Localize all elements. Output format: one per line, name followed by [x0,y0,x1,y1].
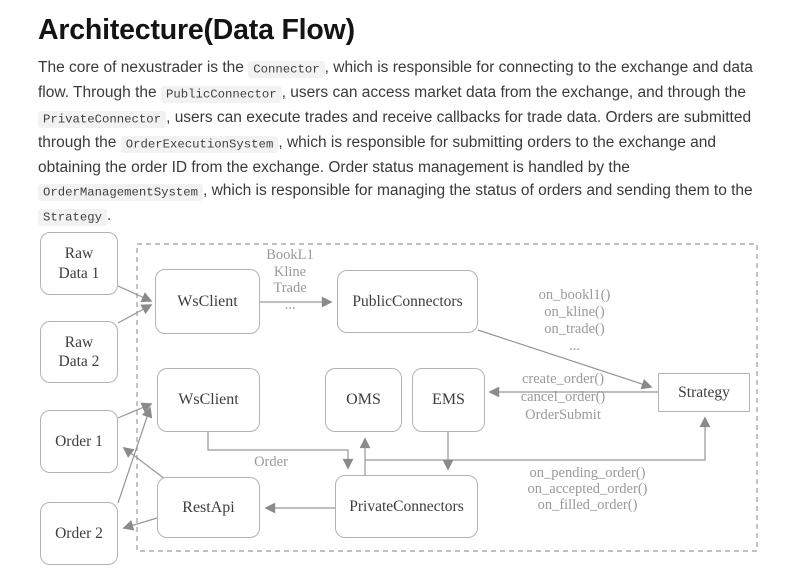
inline-code: OrderManagementSystem [38,183,203,201]
arrow-oms-to-strategy [365,416,711,461]
inline-code: Connector [248,60,325,78]
dashed-boundary [136,243,758,552]
node-private-connectors: PrivateConnectors [335,475,478,538]
arrow-order2-to-wsclient2 [117,406,153,504]
inline-code: Strategy [38,208,108,226]
arrow-restapi-to-order1 [122,447,166,480]
edge-label-order: Order [254,454,288,470]
page-title: Architecture(Data Flow) [38,14,355,46]
inline-code: OrderExecutionSystem [120,135,279,153]
node-strategy: Strategy [658,373,750,412]
edge-label-public-callbacks: on_bookl1() on_kline() on_trade() ... [538,287,611,354]
inline-code: PrivateConnector [38,110,167,128]
node-public-connectors: PublicConnectors [337,270,478,333]
edge-label-order-commands: create_order() cancel_order() OrderSubmi… [520,371,606,423]
arrow-restapi-to-order2 [122,517,158,531]
arrow-wsclient2-to-privateconnectors [207,432,354,470]
intro-paragraph: The core of nexustrader is the Connector… [38,59,753,226]
node-order-1: Order 1 [40,410,118,473]
arrow-rawdata2-to-wsclient1 [117,304,153,324]
node-ems: EMS [412,368,485,432]
node-wsclient-1: WsClient [155,269,260,334]
arrow-rawdata1-to-wsclient1 [117,285,153,303]
node-order-2: Order 2 [40,502,118,565]
node-oms: OMS [325,368,402,432]
inline-code: PublicConnector [160,85,282,103]
node-wsclient-2: WsClient [157,368,260,432]
node-raw-data-2: Raw Data 2 [40,321,118,383]
edge-label-feed-types: BookL1 Kline Trade ... [266,247,314,313]
arrow-order1-to-wsclient2 [117,402,153,419]
edge-label-private-callbacks: on_pending_order() on_accepted_order() o… [527,465,648,513]
node-restapi: RestApi [157,477,260,538]
node-raw-data-1: Raw Data 1 [40,232,118,295]
arrow-publicconnectors-to-strategy [477,329,653,390]
